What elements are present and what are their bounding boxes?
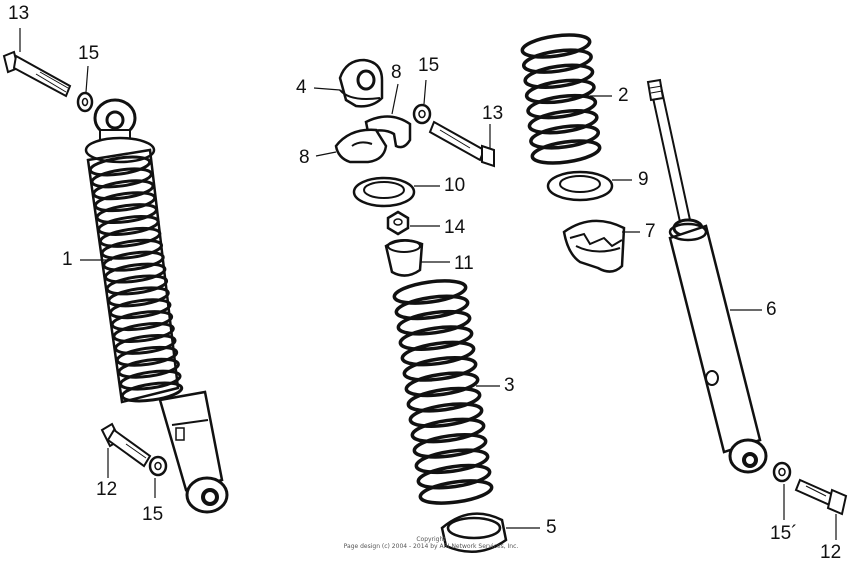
- spring-coil: [105, 274, 169, 296]
- spring-coil: [93, 191, 157, 213]
- spring-coil: [112, 322, 175, 343]
- bolt-13-center: [428, 120, 495, 168]
- bolt-12-left: [100, 422, 152, 468]
- bolt-12-right: [794, 478, 848, 516]
- spring-coil: [520, 33, 592, 59]
- spring-coil: [114, 333, 177, 355]
- spring-coil: [530, 139, 602, 165]
- collar-8-upper: [364, 115, 412, 149]
- spring-coil: [108, 298, 172, 320]
- washer-15-bottom-left: [148, 455, 168, 477]
- spring-coil: [117, 357, 180, 379]
- damper-6: [646, 78, 768, 474]
- spring-seat-5: [440, 512, 508, 553]
- spring-coil: [115, 345, 179, 367]
- callout-15-top-left: 15: [78, 43, 100, 64]
- callout-6: 6: [766, 299, 777, 320]
- bushing-4: [338, 58, 384, 108]
- callout-14: 14: [444, 217, 466, 238]
- collar-11: [384, 239, 424, 277]
- spring-coil: [392, 279, 468, 305]
- collar-8-lower: [334, 128, 388, 164]
- spring-coil: [416, 463, 492, 490]
- callout-1: 1: [62, 249, 73, 270]
- spring-coil: [95, 203, 158, 225]
- spring-coil: [102, 250, 165, 272]
- callout-2: 2: [618, 85, 629, 106]
- callout-8-upper: 8: [391, 62, 402, 83]
- spring-coils-1: [88, 155, 184, 403]
- bolt-13-left: [2, 50, 72, 98]
- copyright-line-2: Page design (c) 2004 - 2014 by ARI Netwo…: [343, 543, 519, 551]
- spring-coil: [412, 432, 488, 459]
- callout-9: 9: [638, 169, 649, 190]
- copyright-line-1: Copyright: [416, 536, 446, 543]
- spring-3: [392, 279, 494, 505]
- washer-15-right: [772, 461, 792, 483]
- spring-coil: [402, 356, 478, 382]
- washer-15-center: [412, 103, 432, 125]
- copyright-notice: Copyright Page design (c) 2004 - 2014 by…: [336, 536, 526, 550]
- spring-coil: [90, 167, 153, 189]
- spring-coil: [400, 340, 476, 367]
- adjuster-7: [562, 219, 626, 273]
- callout-15-bottom-left: 15: [142, 504, 164, 525]
- callout-5: 5: [546, 517, 557, 538]
- spring-coil: [404, 371, 480, 398]
- spring-coil: [88, 155, 152, 177]
- leader-8-lower: [315, 151, 337, 157]
- callout-12-left: 12: [96, 479, 118, 500]
- spring-coil: [120, 381, 184, 403]
- spring-coil: [398, 325, 474, 352]
- callout-13-top-left: 13: [8, 3, 30, 24]
- spring-coil: [527, 108, 599, 135]
- leader-15-top-left: [85, 65, 89, 93]
- spring-2: [520, 33, 602, 165]
- spring-coil: [119, 369, 182, 391]
- nut-14: [386, 210, 410, 236]
- spring-coil: [406, 386, 482, 413]
- callout-10: 10: [444, 175, 466, 196]
- spring-coil: [523, 63, 595, 90]
- spring-coil: [97, 215, 160, 236]
- spring-seat-10: [352, 176, 416, 208]
- spring-coil: [394, 294, 470, 321]
- spring-coil: [100, 238, 164, 260]
- spring-coil: [418, 479, 494, 505]
- callout-8-lower: 8: [299, 147, 310, 168]
- leader-4: [313, 87, 341, 91]
- spring-coil: [410, 417, 486, 444]
- spring-coil: [529, 124, 601, 150]
- callout-4: 4: [296, 77, 307, 98]
- spring-seat-9: [546, 170, 614, 202]
- callout-12-right: 12: [820, 542, 842, 563]
- callout-15-right: 15´: [770, 523, 798, 544]
- leader-8-upper: [391, 83, 399, 115]
- callout-11: 11: [454, 253, 474, 274]
- callout-7: 7: [645, 221, 656, 242]
- spring-coil: [408, 402, 484, 428]
- callout-13-center: 13: [482, 103, 504, 124]
- leader-15-center: [423, 79, 427, 105]
- shock-assembly-1: [84, 98, 229, 514]
- spring-coil: [524, 78, 596, 105]
- spring-coil: [103, 262, 167, 284]
- spring-coil: [92, 179, 155, 201]
- washer-15-top-left: [76, 91, 94, 113]
- spring-coil: [414, 448, 490, 475]
- spring-coil: [110, 310, 174, 332]
- spring-coil: [396, 309, 472, 336]
- spring-coil: [521, 48, 593, 74]
- spring-coil: [98, 226, 162, 248]
- callout-15-center: 15: [418, 55, 440, 76]
- spring-coil: [526, 93, 598, 120]
- spring-coil: [107, 286, 170, 308]
- callout-3: 3: [504, 375, 515, 396]
